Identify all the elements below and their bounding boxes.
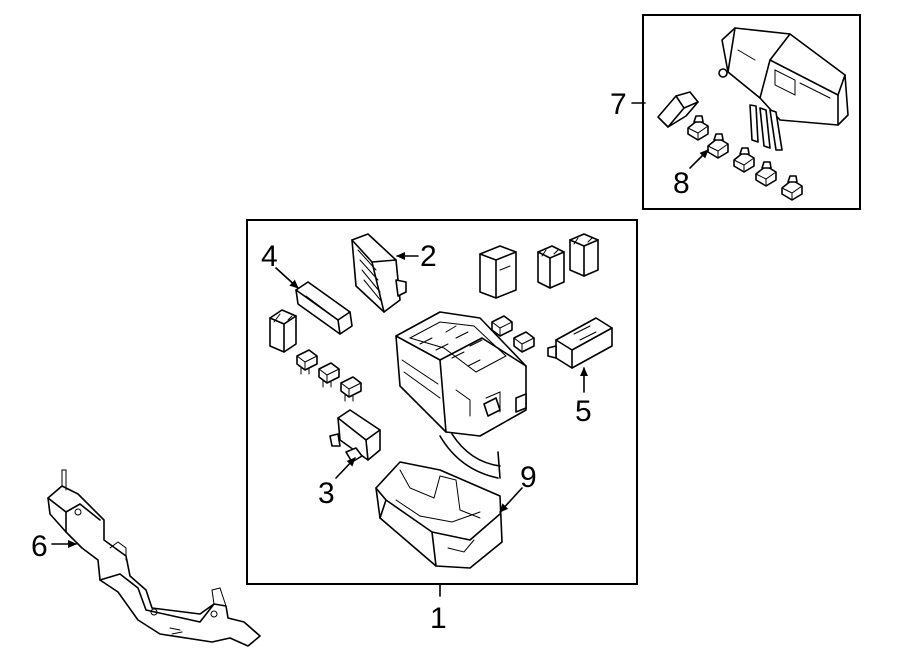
support-bracket (47, 469, 261, 647)
callout-1: 1 (430, 602, 447, 635)
callout-3: 3 (318, 477, 335, 510)
retainer-clips (687, 115, 803, 201)
small-relay-left (269, 309, 297, 353)
callout-7: 7 (610, 88, 627, 121)
callout-9: 9 (520, 461, 537, 494)
mini-fuses-center (491, 315, 535, 353)
cover-latch (657, 91, 699, 128)
callout-4-arrow (275, 267, 299, 289)
mini-fuses-left (296, 349, 362, 402)
callout-5: 5 (575, 395, 592, 428)
main-assembly-frame (246, 219, 638, 585)
relay-cube-mid (537, 245, 565, 289)
lower-tray (375, 461, 503, 569)
connector-block (547, 317, 613, 369)
callout-3-arrow (335, 457, 356, 479)
fuse-box-body (395, 311, 527, 479)
mounting-bracket (329, 409, 381, 463)
relay-cube-right (569, 233, 599, 277)
callout-8: 8 (673, 167, 690, 200)
callout-9-arrow (499, 487, 523, 513)
callout-6: 6 (31, 530, 48, 563)
fuse-box-cover (718, 27, 849, 151)
cover-inset-frame (642, 14, 861, 210)
relay-cube-large (479, 245, 517, 299)
callout-8-arrow (689, 149, 709, 169)
relay-module (351, 233, 407, 313)
fusible-link (295, 281, 353, 335)
callout-2: 2 (420, 240, 437, 273)
callout-4: 4 (261, 240, 278, 273)
